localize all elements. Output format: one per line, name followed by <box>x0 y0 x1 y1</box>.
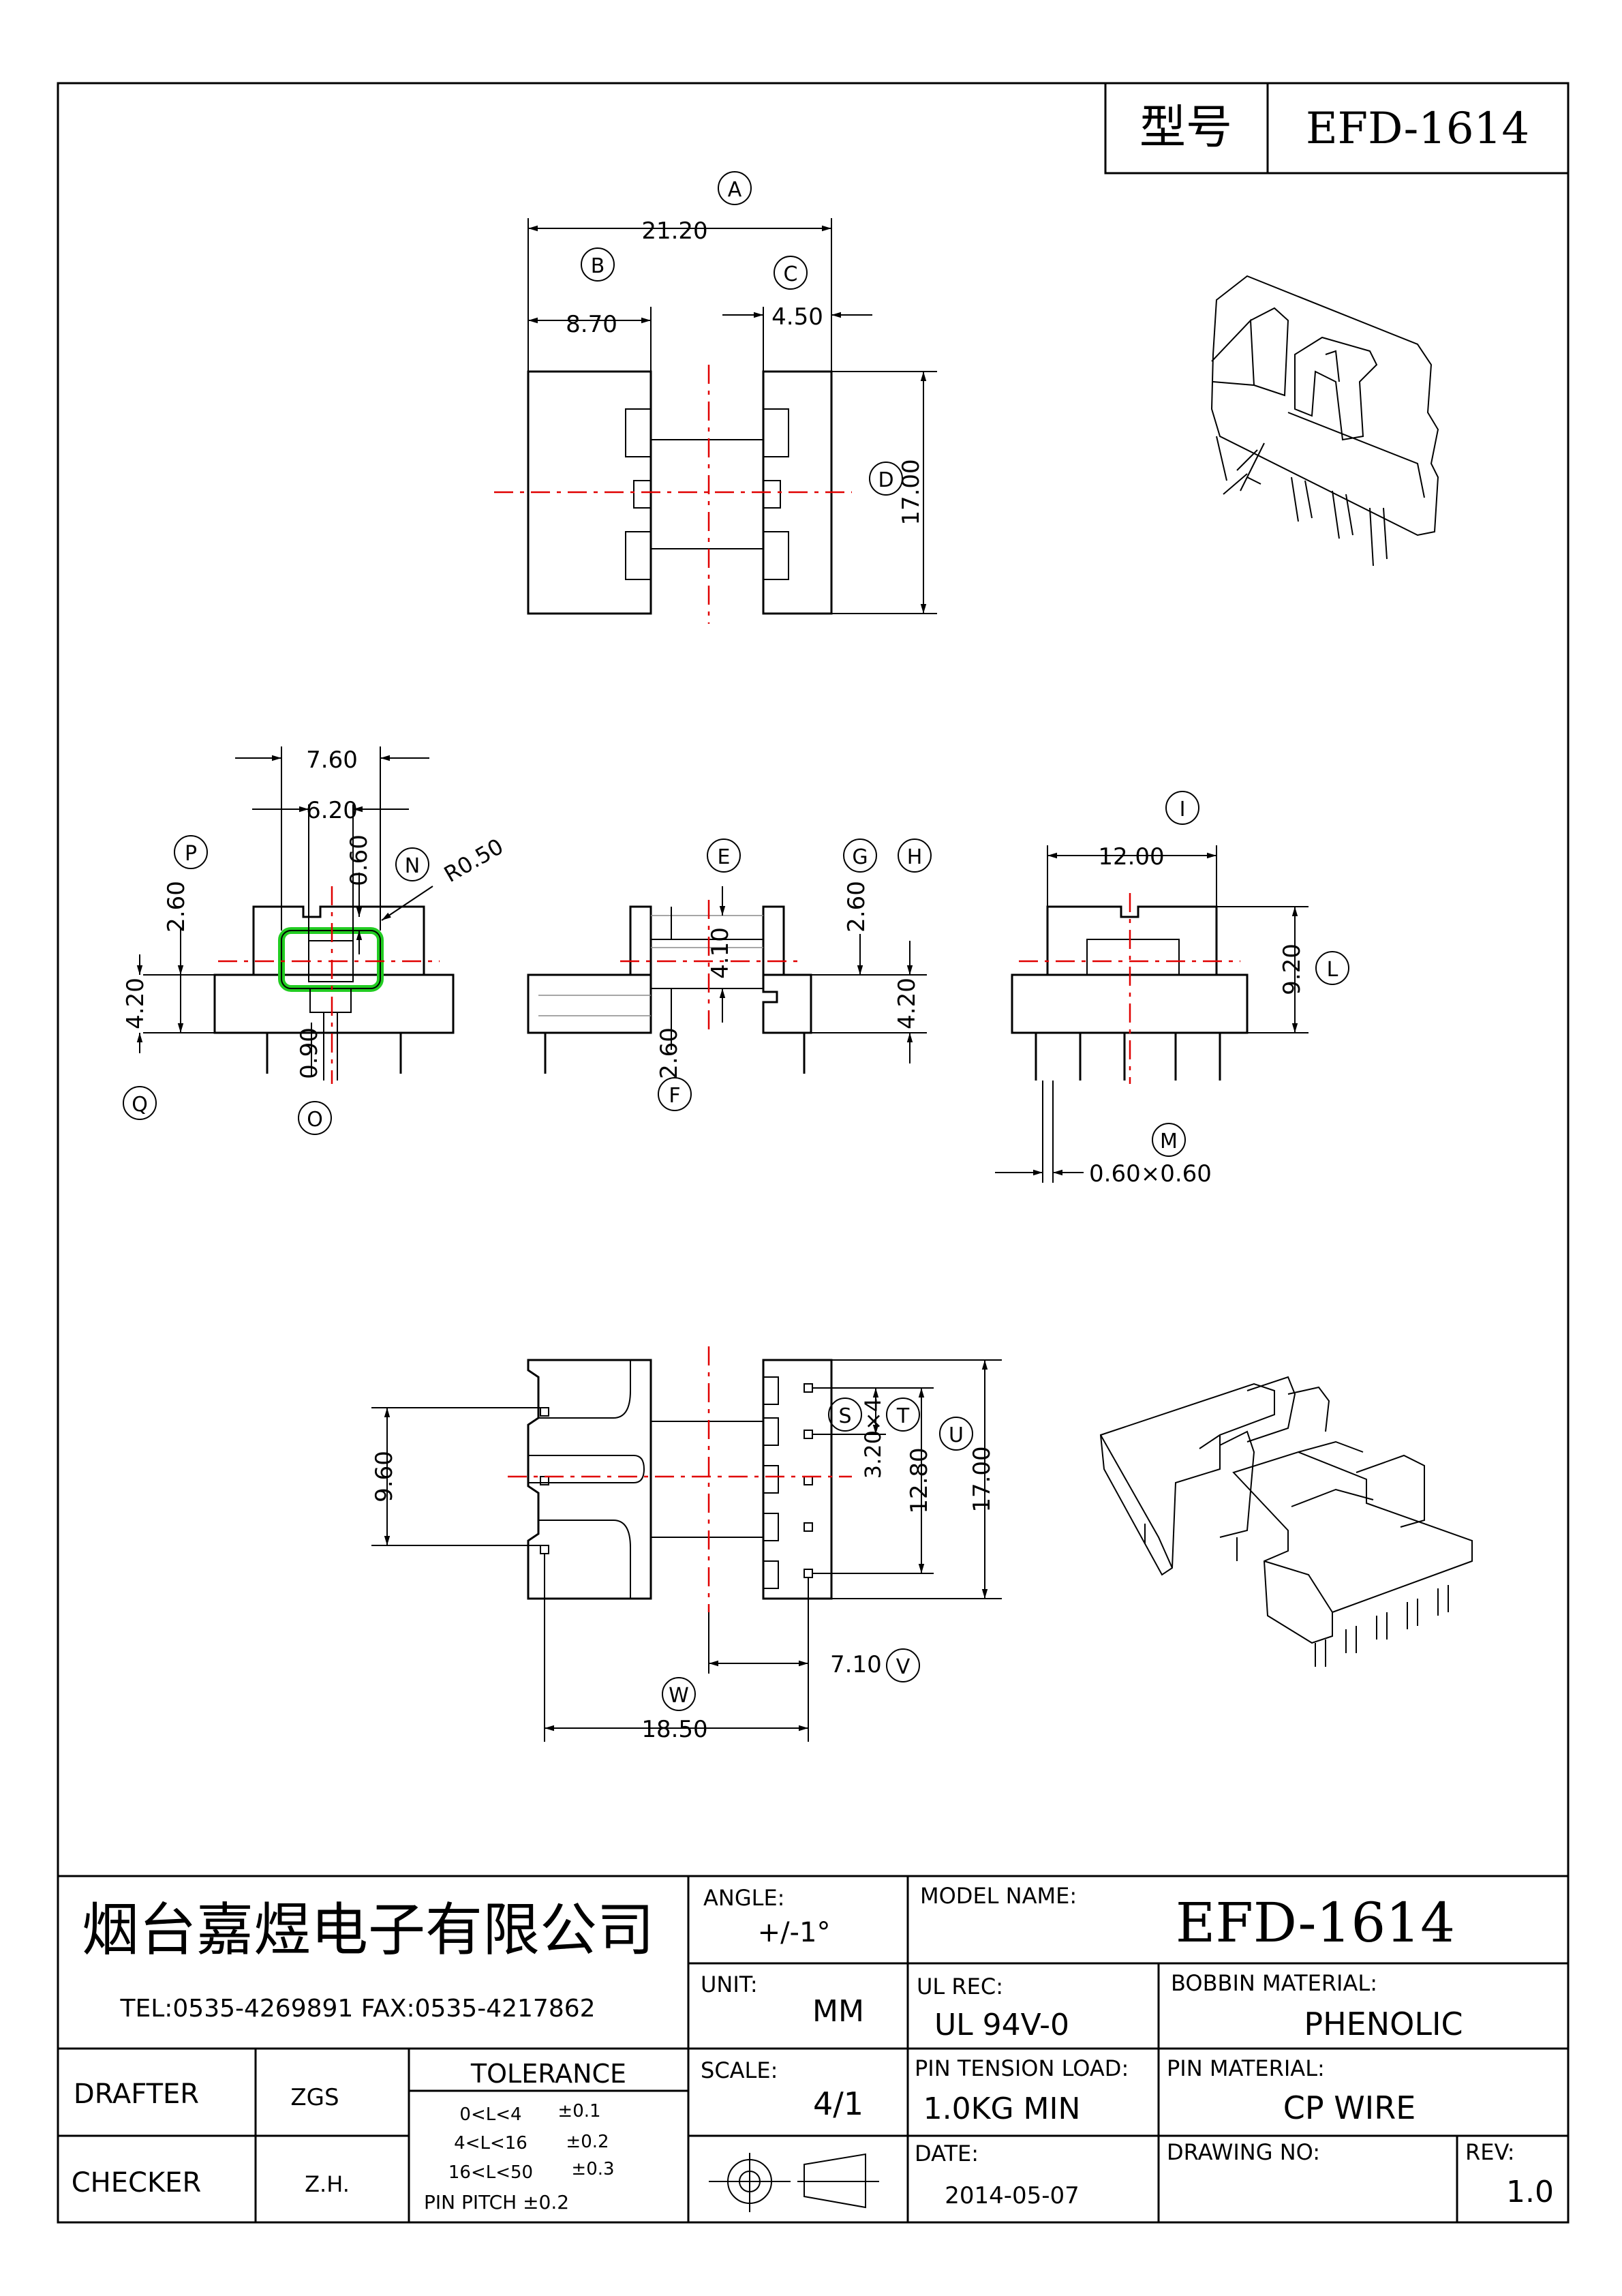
dim-end-m: 0.60×0.60 <box>1089 1160 1212 1188</box>
dim-bottom-t: 12.80 <box>906 1447 933 1513</box>
header-block: 型号 EFD-1614 <box>1104 82 1570 175</box>
drafter-value: ZGS <box>290 2084 339 2111</box>
dim-front-w2: 6.20 <box>306 797 358 824</box>
letter-c: C <box>784 262 798 286</box>
drawing-no-label: DRAWING NO: <box>1167 2139 1320 2165</box>
winding-window-highlight <box>278 927 384 992</box>
header-model: EFD-1614 <box>1306 104 1529 154</box>
bottom-view: 9.60 3.20×4 12.80 17.00 7.10 18.50 S T U… <box>371 1346 1002 1743</box>
dim-front-h1: 2.60 <box>163 881 190 933</box>
dim-a: 21.20 <box>641 217 707 245</box>
letter-t: T <box>896 1404 910 1428</box>
checker-label: CHECKER <box>72 2167 202 2199</box>
end-view: 12.00 9.20 0.60×0.60 I L M <box>995 791 1349 1188</box>
projection-symbol-icon <box>709 2153 879 2212</box>
tolerance-range-1: 0<L<4 <box>459 2104 521 2125</box>
dim-side-h: 4.20 <box>893 978 921 1029</box>
dim-front-h2: 4.20 <box>122 978 149 1029</box>
scale-label: SCALE: <box>701 2057 778 2083</box>
dim-b: 8.70 <box>566 311 617 338</box>
letter-g: G <box>852 845 868 869</box>
angle-label: ANGLE: <box>703 1885 784 1911</box>
letter-l: L <box>1327 958 1338 982</box>
title-block: 烟台嘉煜电子有限公司 TEL:0535-4269891 FAX:0535-421… <box>58 1875 1568 2222</box>
letter-s: S <box>838 1404 851 1428</box>
dim-front-radius: R0.50 <box>440 833 508 888</box>
tolerance-label: TOLERANCE <box>470 2059 626 2089</box>
drawing-frame <box>57 82 1570 2224</box>
letter-e: E <box>718 845 731 869</box>
scale-value: 4/1 <box>813 2085 863 2122</box>
dim-end-i: 12.00 <box>1098 843 1164 871</box>
letter-p: P <box>185 842 197 866</box>
letter-d: D <box>878 468 893 492</box>
company-contact: TEL:0535-4269891 FAX:0535-4217862 <box>119 1995 595 2023</box>
dim-bottom-s: 3.20×4 <box>860 1398 886 1479</box>
top-view: 21.20 8.70 4.50 17.00 A B C D <box>494 171 937 624</box>
checker-value: Z.H. <box>305 2171 350 2197</box>
dim-side-e: 4.10 <box>707 927 734 979</box>
isometric-view-1 <box>1210 275 1439 567</box>
letter-m: M <box>1160 1130 1178 1153</box>
letter-n: N <box>405 854 420 878</box>
model-name-value: EFD-1614 <box>1176 1891 1455 1954</box>
pin-material-label: PIN MATERIAL: <box>1167 2055 1325 2081</box>
tolerance-value-3: ±0.3 <box>571 2159 614 2179</box>
dim-bottom-h: 9.60 <box>371 1451 398 1502</box>
pin-tension-value: 1.0KG MIN <box>923 2091 1081 2126</box>
angle-value: +/-1° <box>758 1917 831 1948</box>
tolerance-value-2: ±0.2 <box>566 2132 609 2152</box>
pin-material-value: CP WIRE <box>1283 2089 1416 2126</box>
rev-label: REV: <box>1465 2139 1515 2165</box>
letter-h: H <box>907 845 923 869</box>
ul-label: UL REC: <box>917 1974 1003 1999</box>
letter-f: F <box>669 1084 680 1108</box>
unit-label: UNIT: <box>701 1972 758 1997</box>
type-label: 型号 <box>1139 101 1232 155</box>
ul-value: UL 94V-0 <box>934 2008 1069 2042</box>
dim-d: 17.00 <box>898 459 925 525</box>
dim-front-w1: 7.60 <box>306 746 358 774</box>
letter-a: A <box>728 178 742 202</box>
dim-bottom-v: 7.10 <box>830 1651 882 1678</box>
dim-bottom-w: 18.50 <box>641 1716 707 1743</box>
dim-bottom-u: 17.00 <box>968 1446 996 1512</box>
letter-b: B <box>591 254 605 278</box>
date-label: DATE: <box>915 2141 979 2166</box>
dim-side-f: 2.60 <box>656 1027 683 1079</box>
dim-side-g: 2.60 <box>843 881 870 933</box>
front-view: 7.60 6.20 2.60 4.20 0.60 0.90 R0.50 P N … <box>122 746 508 1135</box>
pin-tension-label: PIN TENSION LOAD: <box>915 2055 1129 2081</box>
dim-end-l: 9.20 <box>1279 943 1306 995</box>
rev-value: 1.0 <box>1506 2175 1554 2209</box>
model-name-label: MODEL NAME: <box>920 1883 1077 1909</box>
tolerance-value-1: ±0.1 <box>557 2101 600 2121</box>
date-value: 2014-05-07 <box>945 2182 1080 2209</box>
pin-pitch: PIN PITCH ±0.2 <box>424 2191 569 2214</box>
tolerance-range-2: 4<L<16 <box>454 2133 527 2154</box>
letter-w: W <box>669 1684 689 1708</box>
letter-u: U <box>949 1423 964 1447</box>
unit-value: MM <box>812 1994 864 2029</box>
dim-c: 4.50 <box>771 303 823 331</box>
drafter-label: DRAFTER <box>74 2079 199 2110</box>
tolerance-range-3: 16<L<50 <box>448 2162 533 2183</box>
letter-v: V <box>896 1655 911 1679</box>
letter-o: O <box>307 1108 323 1132</box>
letter-i: I <box>1180 798 1186 821</box>
bobbin-material-value: PHENOLIC <box>1304 2006 1463 2042</box>
letter-q: Q <box>132 1093 148 1117</box>
dim-front-t2: 0.90 <box>296 1027 323 1079</box>
side-view: 4.10 2.60 2.60 4.20 E F G H <box>527 839 932 1111</box>
bobbin-material-label: BOBBIN MATERIAL: <box>1171 1970 1377 1996</box>
dim-front-t: 0.60 <box>346 834 373 886</box>
company-name: 烟台嘉煜电子有限公司 <box>82 1897 654 1963</box>
isometric-view-2 <box>1099 1376 1473 1667</box>
